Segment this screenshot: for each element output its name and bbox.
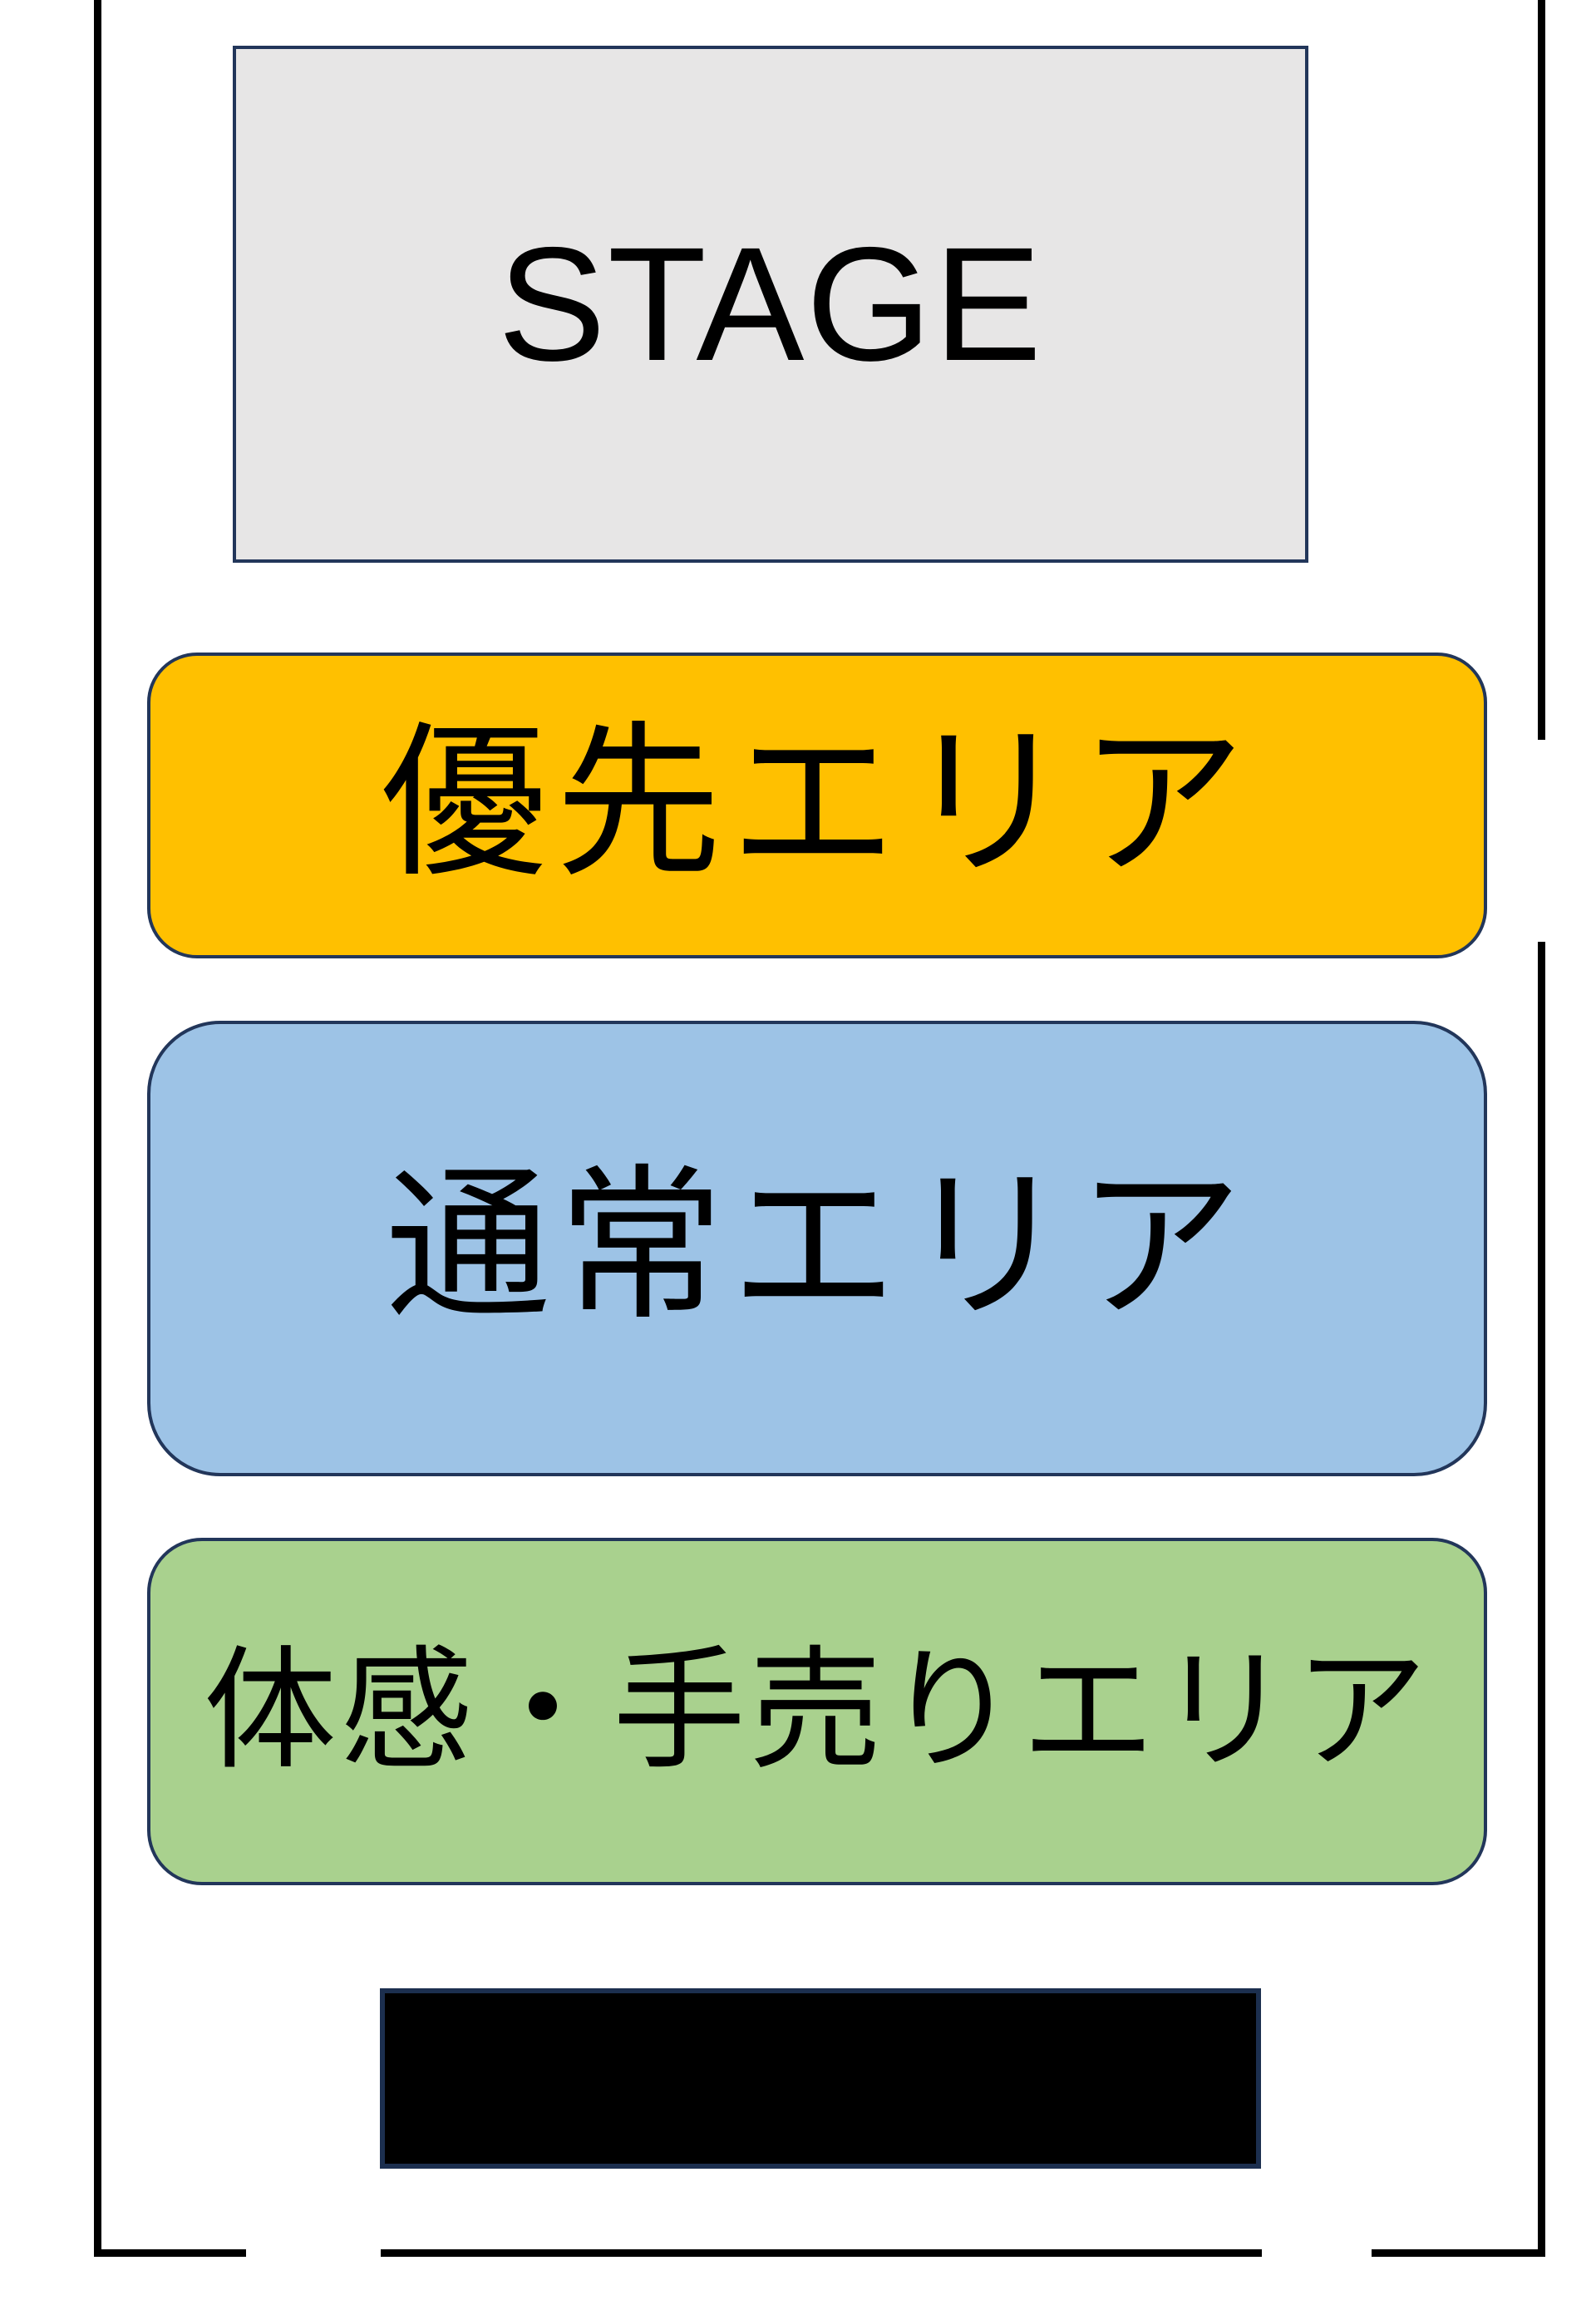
normal-area-box: 通常エリア bbox=[147, 1021, 1487, 1476]
stage-label: STAGE bbox=[497, 213, 1044, 395]
priority-area-box: 優先エリア bbox=[147, 653, 1487, 958]
wall-bottom-left bbox=[94, 2249, 246, 2257]
wall-bottom-center bbox=[381, 2249, 1262, 2257]
wall-right-lower bbox=[1538, 942, 1545, 2257]
wall-right-upper bbox=[1538, 0, 1545, 740]
wall-bottom-right bbox=[1372, 2249, 1545, 2257]
normal-area-label: 通常エリア bbox=[384, 1156, 1249, 1340]
redacted-block bbox=[380, 1988, 1261, 2169]
experience-area-box: 体感・手売りエリア bbox=[147, 1538, 1487, 1885]
priority-area-label: 優先エリア bbox=[380, 713, 1254, 897]
wall-left bbox=[94, 0, 101, 2257]
stage-box: STAGE bbox=[233, 46, 1308, 563]
experience-area-label: 体感・手売りエリア bbox=[203, 1638, 1431, 1785]
